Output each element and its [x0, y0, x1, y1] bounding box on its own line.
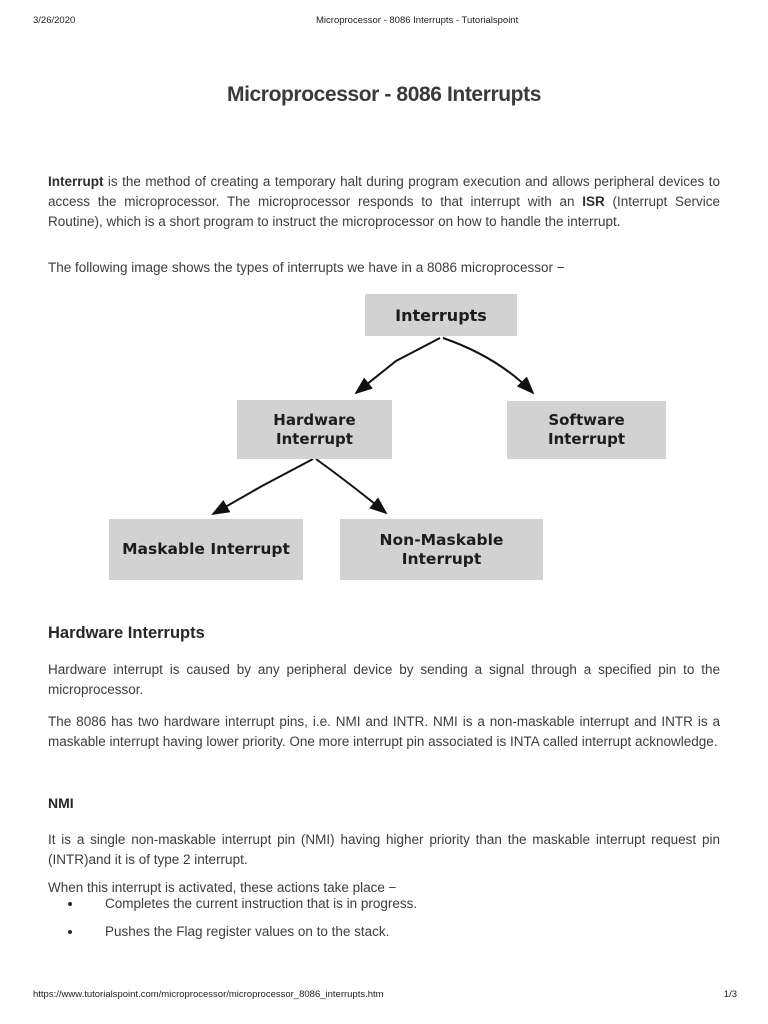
- print-header-title: Microprocessor - 8086 Interrupts - Tutor…: [316, 15, 519, 26]
- diagram-node-software-interrupt: Software Interrupt: [507, 401, 666, 459]
- bullet-icon: [68, 902, 72, 906]
- intro-text-1: is the method of creating a temporary ha…: [48, 173, 720, 209]
- print-footer-page-indicator: 1/3: [723, 989, 737, 1000]
- intro-text-2: (Interrupt Service Routine), which is a …: [48, 193, 720, 229]
- diagram-node-hardware-label: Hardware Interrupt: [273, 410, 356, 448]
- print-header-date: 3/26/2020: [33, 15, 76, 26]
- hardware-interrupts-heading: Hardware Interrupts: [48, 623, 205, 642]
- list-item-text: Completes the current instruction that i…: [105, 896, 418, 911]
- list-item-text: Pushes the Flag register values on to th…: [105, 924, 390, 939]
- diagram-node-maskable-interrupt: Maskable Interrupt: [109, 519, 303, 580]
- print-footer-url: https://www.tutorialspoint.com/microproc…: [33, 989, 384, 1000]
- hardware-paragraph-1: Hardware interrupt is caused by any peri…: [48, 661, 720, 697]
- diagram-node-non-maskable-interrupt: Non-Maskable Interrupt: [340, 519, 543, 580]
- nmi-paragraph-1: It is a single non-maskable interrupt pi…: [48, 831, 720, 867]
- hardware-paragraph-2: The 8086 has two hardware interrupt pins…: [48, 713, 720, 749]
- nmi-paragraph-2: When this interrupt is activated, these …: [48, 879, 397, 895]
- diagram-node-software-label: Software Interrupt: [548, 411, 625, 448]
- diagram-node-interrupts-label: Interrupts: [395, 305, 487, 325]
- diagram-node-non-maskable-label: Non-Maskable Interrupt: [379, 530, 504, 568]
- keyword-interrupt: Interrupt: [48, 173, 104, 189]
- diagram-node-interrupts: Interrupts: [365, 294, 517, 336]
- intro-paragraph: Interrupt is the method of creating a te…: [48, 172, 720, 232]
- diagram-node-hardware-interrupt: Hardware Interrupt: [237, 400, 392, 459]
- keyword-isr: ISR: [582, 193, 605, 209]
- diagram-lead-paragraph: The following image shows the types of i…: [48, 259, 565, 275]
- page-title: Microprocessor - 8086 Interrupts: [227, 83, 541, 107]
- nmi-heading: NMI: [48, 795, 74, 811]
- bullet-icon: [68, 930, 72, 934]
- diagram-arrows: [211, 337, 535, 515]
- diagram-node-maskable-label: Maskable Interrupt: [122, 540, 290, 558]
